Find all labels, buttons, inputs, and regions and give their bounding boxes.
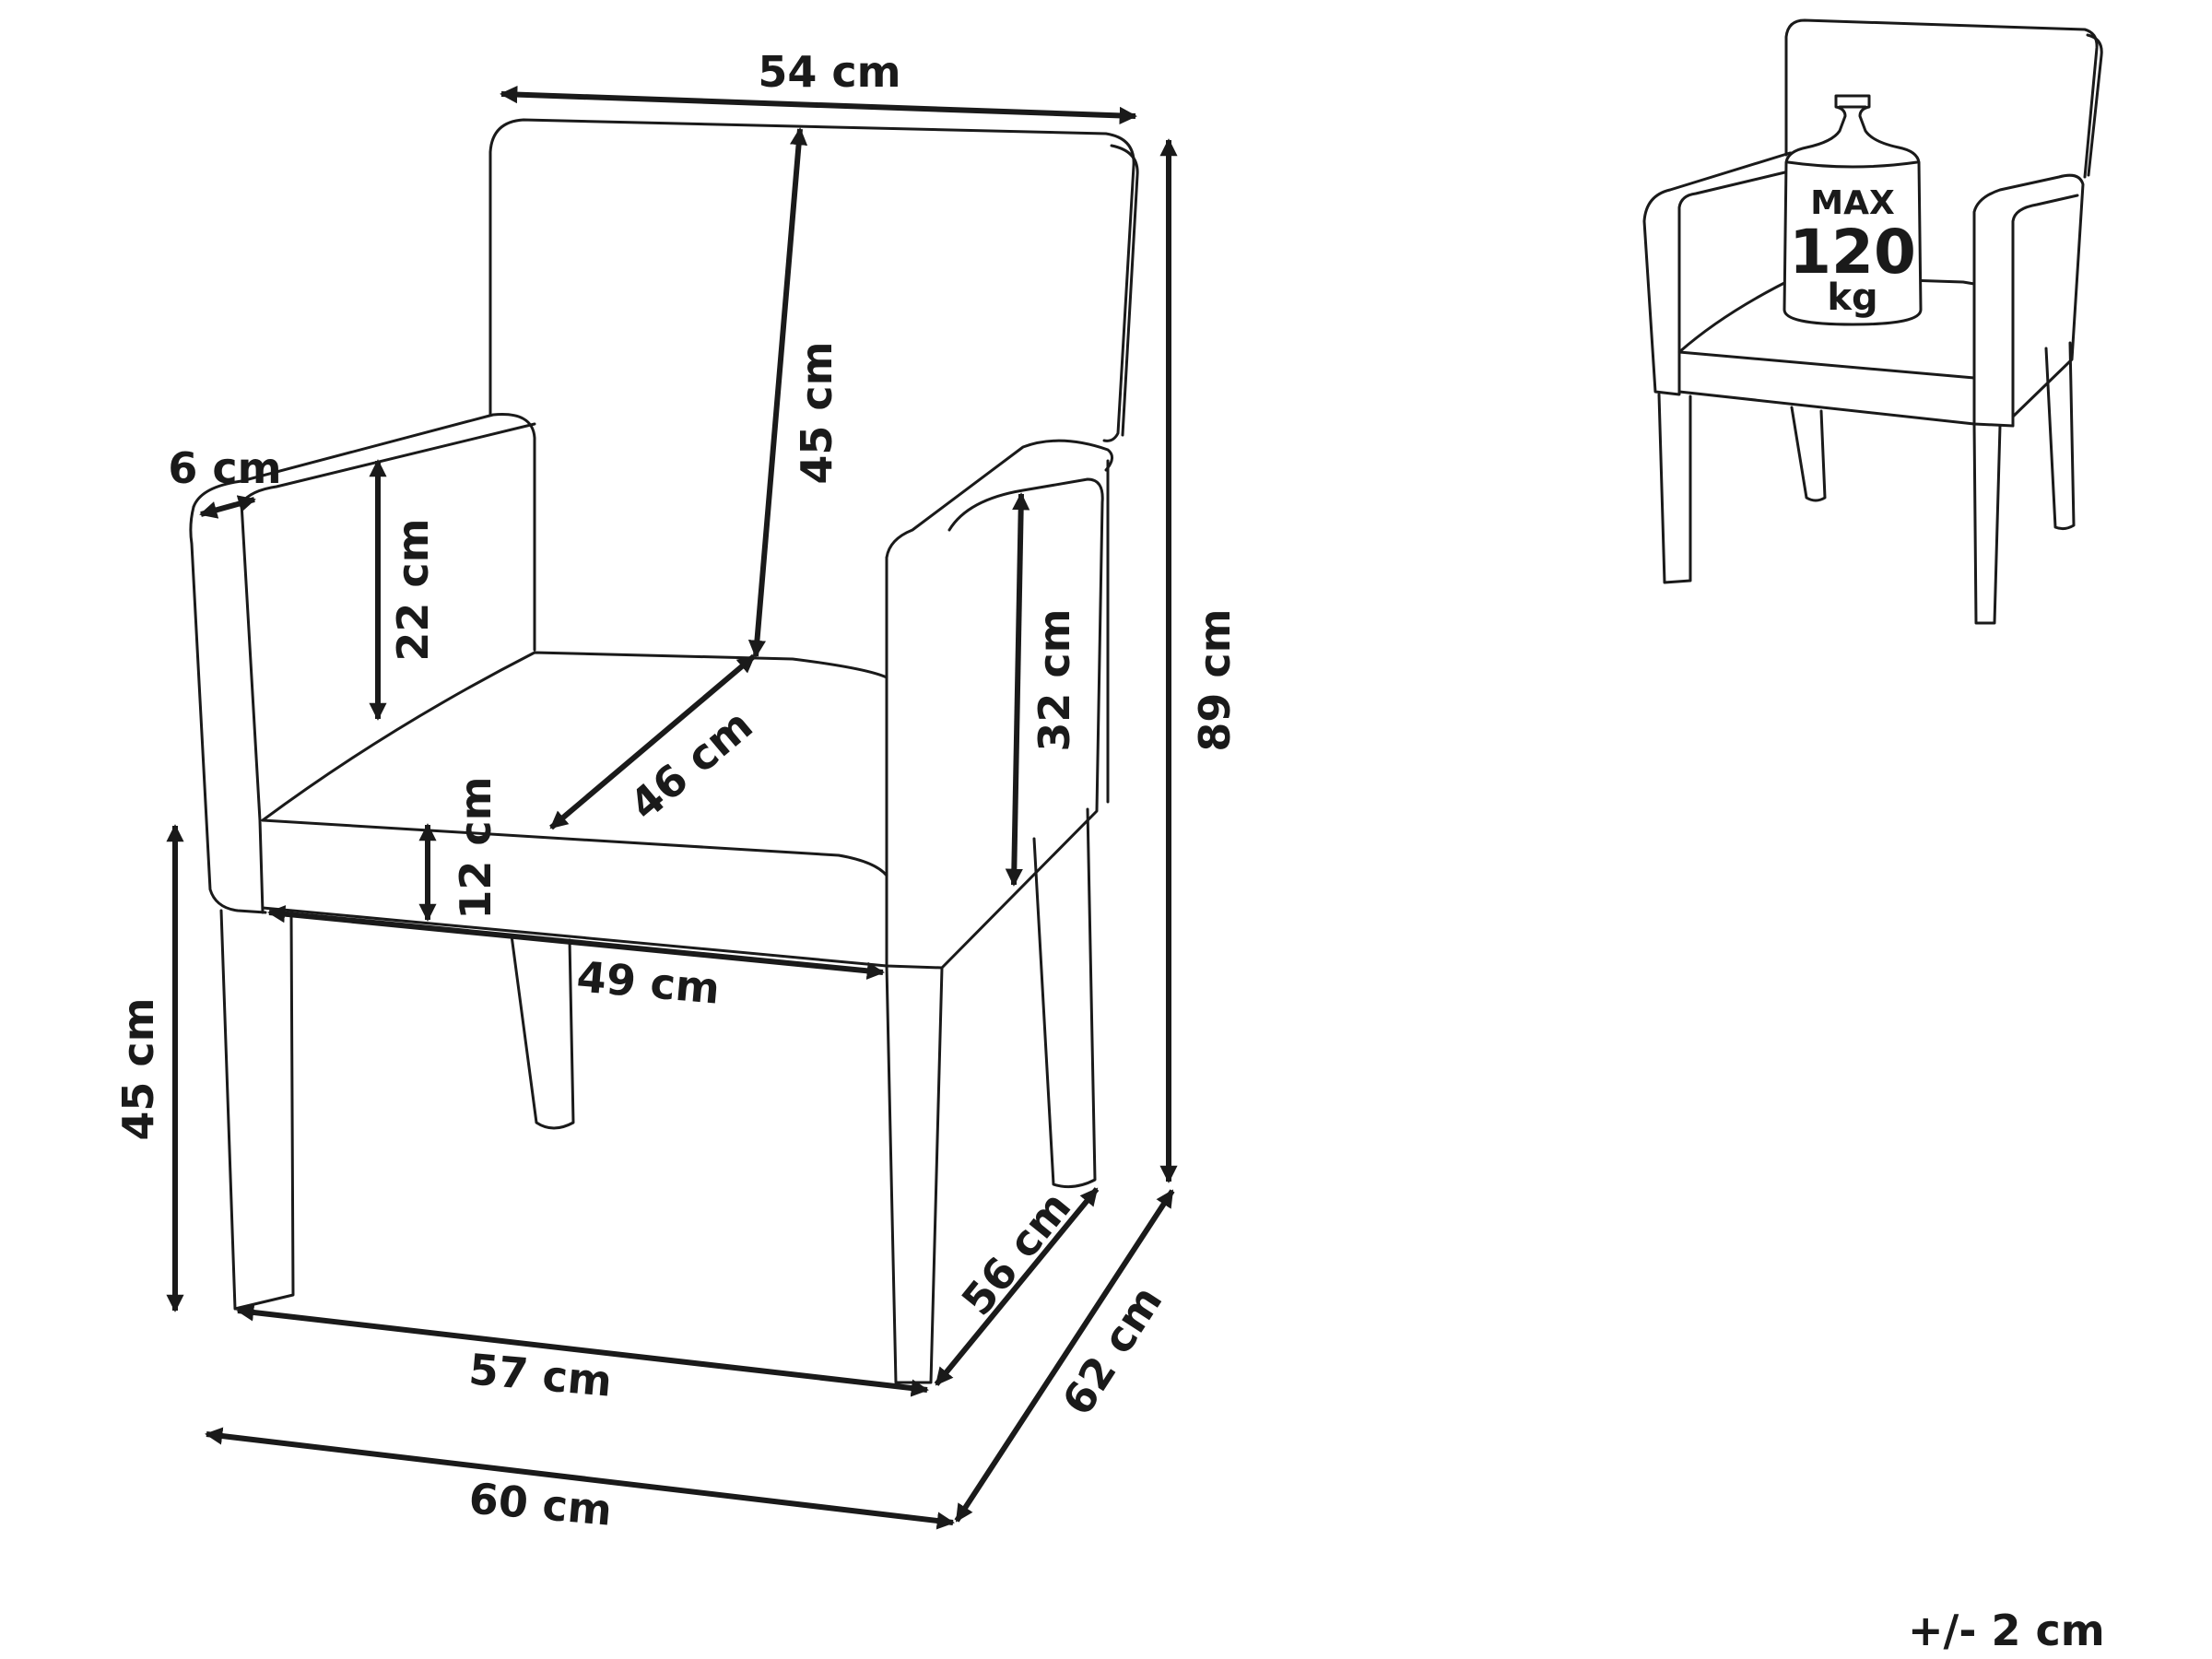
armrest-outer-height-line xyxy=(1005,492,1030,887)
total-width-label: 60 cm xyxy=(467,1473,614,1535)
weight-value-text: 120 xyxy=(1789,217,1916,288)
right-armrest-outline xyxy=(885,439,1113,559)
right-armrest-inner xyxy=(940,477,1104,970)
backrest-height-label: 45 cm xyxy=(792,341,841,484)
back-left-leg xyxy=(510,934,575,1130)
seat-depth-label: 46 cm xyxy=(620,700,762,830)
armrest-width-line xyxy=(199,495,256,519)
small-back-left-leg xyxy=(1790,406,1827,502)
armrest-inner-height-label: 22 cm xyxy=(388,518,438,661)
seat-height-label: 45 cm xyxy=(113,997,163,1140)
small-front-right-leg xyxy=(1972,422,2002,625)
chair-illustration xyxy=(189,118,1139,1384)
front-left-leg xyxy=(219,909,295,1311)
weight-capacity-illustration: MAX 120 kg xyxy=(1642,18,2103,625)
small-right-arm xyxy=(1972,173,2085,428)
total-height-label: 89 cm xyxy=(1190,608,1240,751)
total-width-line xyxy=(205,1427,955,1530)
backrest-width-line xyxy=(500,86,1137,124)
seat-top xyxy=(261,651,888,822)
seat-thickness-label: 12 cm xyxy=(451,776,500,919)
left-armrest-outline xyxy=(192,413,536,652)
backrest-outline xyxy=(488,118,1135,442)
backrest-height-line xyxy=(747,127,808,658)
total-depth-line xyxy=(954,1189,1175,1523)
seat-width-label: 49 cm xyxy=(575,951,722,1013)
seat-width-line xyxy=(267,905,885,980)
back-right-leg xyxy=(1032,807,1097,1189)
weight-icon-ridge xyxy=(1786,105,1919,169)
small-backrest-side xyxy=(2086,33,2103,177)
small-back-right-leg xyxy=(2044,341,2076,531)
seat-depth-line xyxy=(549,653,756,830)
dimension-lines xyxy=(166,86,1178,1530)
small-front-left-leg xyxy=(1657,393,1692,584)
weight-unit-text: kg xyxy=(1827,276,1877,319)
tolerance-note: +/- 2 cm xyxy=(1908,1606,2105,1655)
backrest-width-label: 54 cm xyxy=(758,47,900,97)
backrest-side xyxy=(1110,144,1139,437)
small-backrest-outline xyxy=(1784,18,2099,179)
weight-max-text: MAX xyxy=(1810,184,1895,222)
small-left-arm xyxy=(1642,151,1806,396)
seat-bottom-edge xyxy=(261,906,888,968)
leg-width-line xyxy=(236,1303,929,1397)
armrest-outer-height-label: 32 cm xyxy=(1030,608,1079,751)
left-armrest-front xyxy=(189,505,267,914)
leg-depth-label: 56 cm xyxy=(952,1182,1081,1325)
seat-front xyxy=(261,818,888,877)
leg-width-label: 57 cm xyxy=(467,1344,614,1406)
right-armrest-front xyxy=(885,556,944,970)
dimension-labels: 54 cm 45 cm 89 cm 6 cm 22 cm 46 cm 32 cm… xyxy=(113,47,1240,1535)
armrest-width-label: 6 cm xyxy=(168,443,281,493)
front-right-leg xyxy=(885,964,944,1384)
weight-icon xyxy=(1783,94,1923,326)
